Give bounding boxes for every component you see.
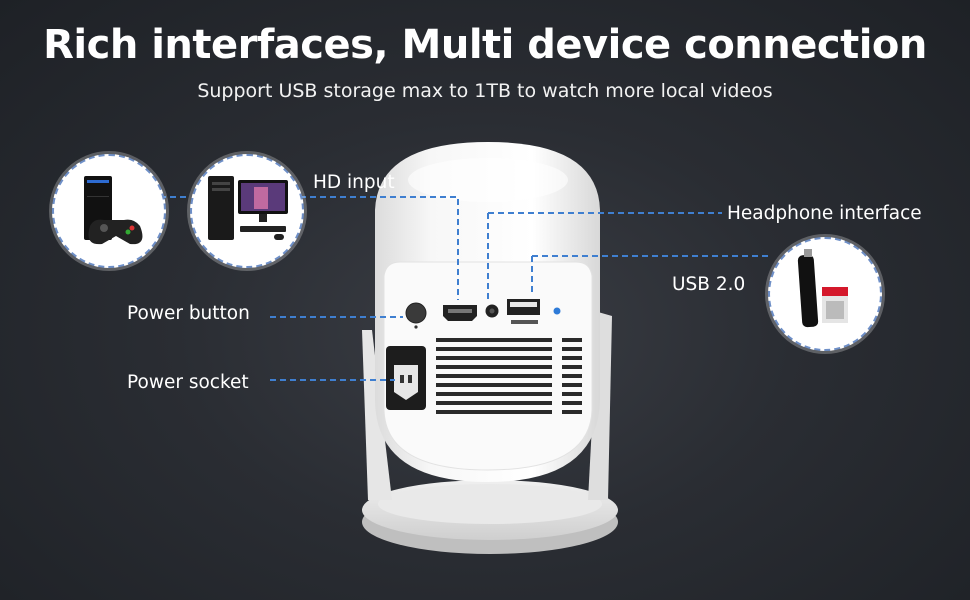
power-button-label: Power button (127, 303, 250, 324)
desktop-pc-icon (208, 176, 288, 240)
hd-input-label: HD input (313, 172, 395, 193)
headphone-interface-label: Headphone interface (727, 203, 922, 224)
game-console-icon (84, 176, 143, 245)
page-subtitle: Support USB storage max to 1TB to watch … (197, 80, 773, 102)
power-socket-label: Power socket (127, 372, 249, 393)
callout-lines (160, 196, 770, 381)
desktop-pc-circle (190, 154, 304, 268)
status-led-icon (553, 307, 561, 315)
usb-label: USB 2.0 (672, 274, 746, 295)
usb-storage-circle (768, 237, 882, 351)
power-button-icon (405, 302, 427, 324)
usb-flash-drive-icon (797, 249, 848, 328)
page-title: Rich interfaces, Multi device connection (43, 22, 927, 68)
game-console-circle (52, 154, 166, 268)
vent-grille (436, 338, 582, 414)
